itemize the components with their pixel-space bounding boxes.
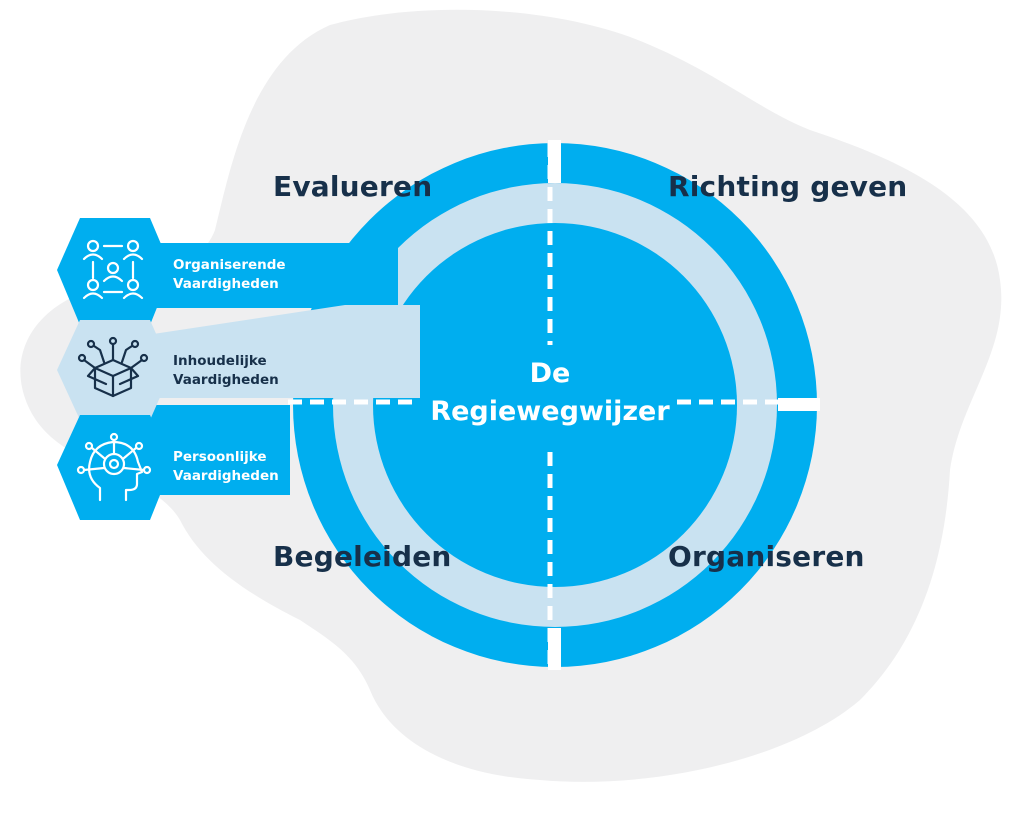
- skill-label-inhoudelijke: Inhoudelijke Vaardigheden: [173, 352, 279, 390]
- skill-label-line2: Vaardigheden: [173, 276, 279, 292]
- connector-persoonlijke: [140, 405, 290, 495]
- quadrant-richting-geven: Richting geven: [668, 170, 908, 203]
- network-box-icon: [77, 336, 149, 398]
- center-title-line1: De: [529, 358, 571, 389]
- inner-disc: [373, 223, 737, 587]
- skill-label-line1: Organiserende: [173, 257, 286, 273]
- skill-label-line1: Inhoudelijke: [173, 353, 267, 369]
- badge-inhoudelijke[interactable]: [57, 320, 172, 420]
- skill-label-line1: Persoonlijke: [173, 449, 267, 465]
- skill-label-organiserende: Organiserende Vaardigheden: [173, 256, 286, 294]
- skill-label-persoonlijke: Persoonlijke Vaardigheden: [173, 448, 279, 486]
- organization-people-icon: [82, 239, 144, 300]
- center-title-line2: Regiewegwijzer: [430, 396, 670, 427]
- connector-organiserende: [140, 243, 398, 308]
- badge-organiserende[interactable]: [57, 218, 172, 325]
- quadrant-organiseren: Organiseren: [668, 540, 865, 573]
- quadrant-begeleiden: Begeleiden: [273, 540, 452, 573]
- connector-inhoudelijke: [140, 305, 420, 398]
- skill-label-line2: Vaardigheden: [173, 372, 279, 388]
- head-target-icon: [76, 432, 152, 502]
- quadrant-evalueren: Evalueren: [273, 170, 433, 203]
- skill-label-line2: Vaardigheden: [173, 468, 279, 484]
